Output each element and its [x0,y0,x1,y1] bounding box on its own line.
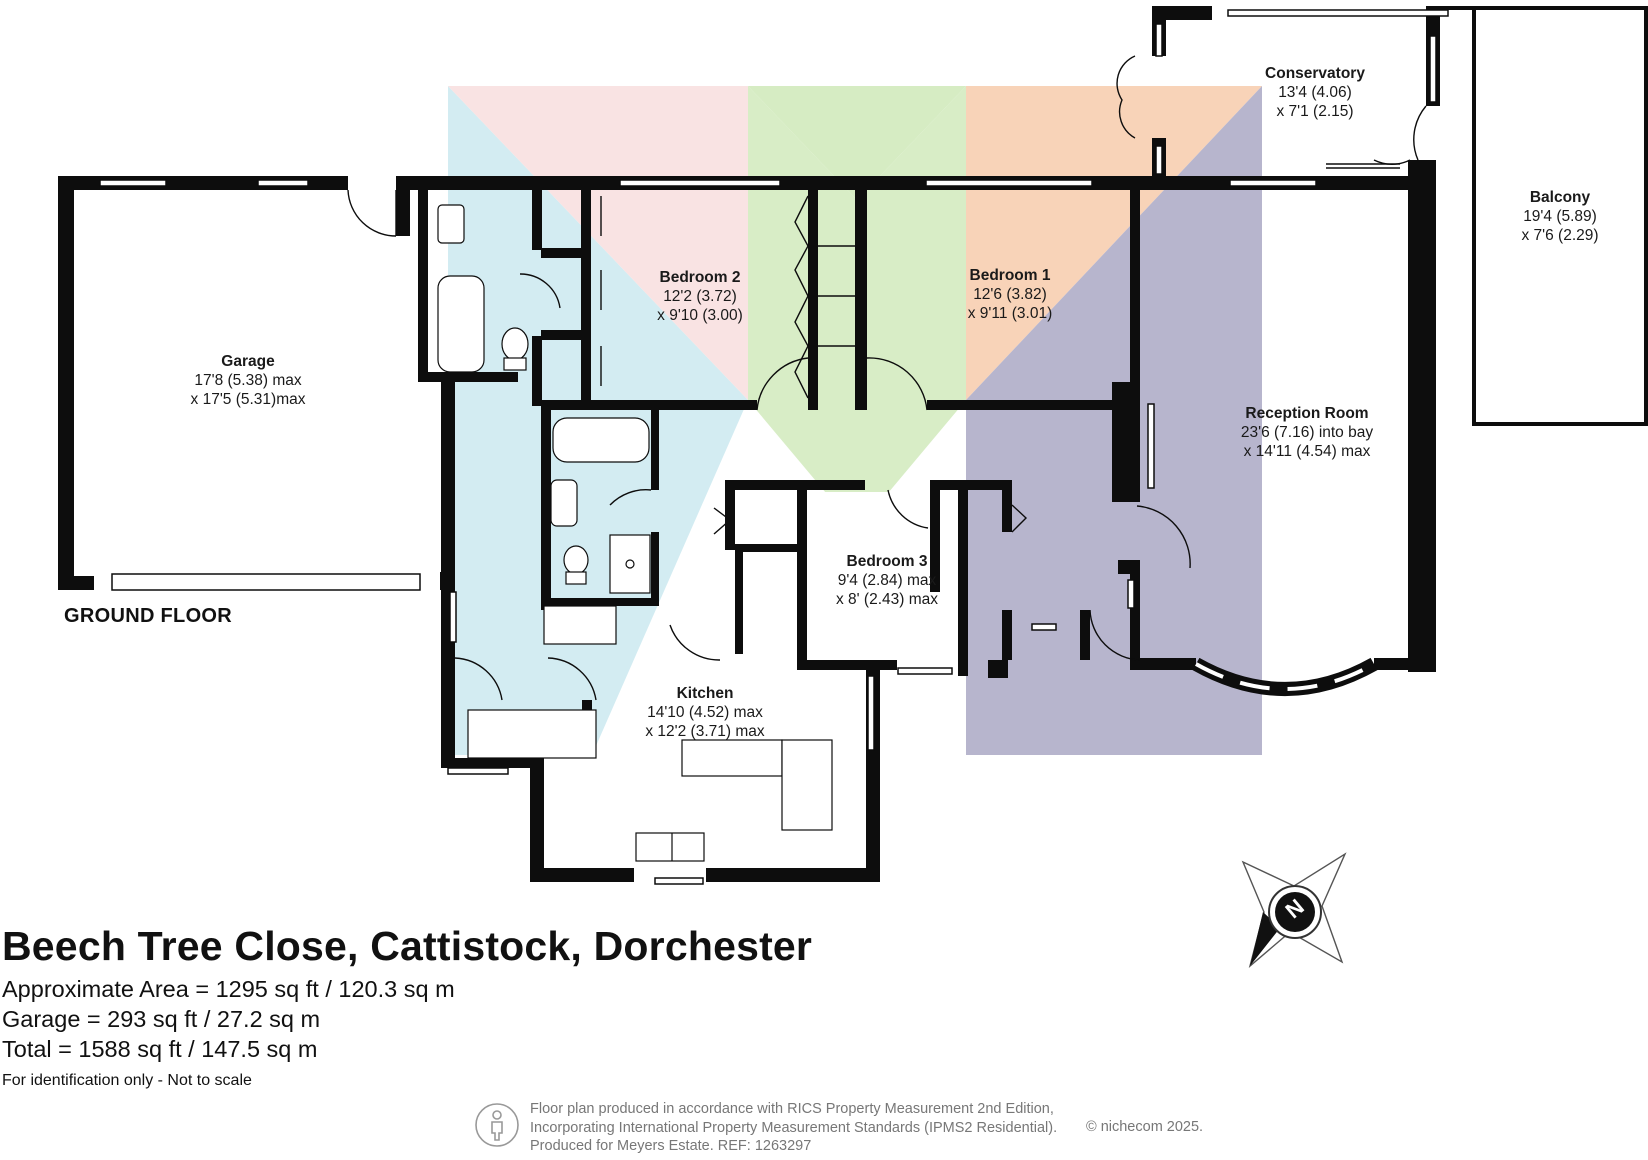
room-dimension: 12'2 (3.72) [663,288,737,305]
room-name: Conservatory [1265,65,1365,82]
room-name: Reception Room [1245,405,1369,422]
bay-window [1192,657,1378,696]
room-dimension: 9'4 (2.84) max [837,572,937,589]
footer-line-1: Floor plan produced in accordance with R… [530,1101,1054,1117]
room-dimension: x 9'11 (3.01) [967,305,1053,322]
identification-note: For identification only - Not to scale [2,1072,252,1089]
room-dimension: 17'8 (5.38) max [194,372,302,389]
room-name: Bedroom 1 [969,267,1051,284]
room-label-bedroom-3: Bedroom 3 9'4 (2.84) max x 8' (2.43) max [812,552,962,609]
wardrobes [600,195,1028,535]
doors [347,55,1427,701]
windows [99,9,1449,885]
room-label-bedroom-1: Bedroom 1 12'6 (3.82) x 9'11 (3.01) [930,266,1090,323]
room-name: Balcony [1529,189,1591,206]
rics-logo-icon [475,1103,519,1147]
room-dimension: x 9'10 (3.00) [657,307,743,324]
room-dimension: 19'4 (5.89) [1523,208,1597,225]
footer-line-2: Incorporating International Property Mea… [530,1119,1058,1136]
fixtures [437,204,833,862]
total-area: Total = 1588 sq ft / 147.5 sq m [2,1036,318,1062]
floor-label: GROUND FLOOR [64,605,233,627]
room-dimension: x 7'6 (2.29) [1521,227,1599,244]
room-dimension: x 17'5 (5.31)max [190,391,306,408]
room-label-balcony: Balcony 19'4 (5.89) x 7'6 (2.29) [1476,188,1644,245]
room-dimension: x 12'2 (3.71) max [645,723,765,740]
room-name: Kitchen [676,685,734,702]
footer-line-3: Produced for Meyers Estate. REF: 1263297 [530,1138,812,1154]
room-dimension: x 7'1 (2.15) [1276,103,1354,120]
room-dimension: x 8' (2.43) max [835,591,939,608]
room-dimension: 14'10 (4.52) max [647,704,763,721]
room-name: Bedroom 3 [846,553,928,570]
garage-area: Garage = 293 sq ft / 27.2 sq m [2,1006,321,1032]
approximate-area: Approximate Area = 1295 sq ft / 120.3 sq… [2,976,455,1002]
property-title: Beech Tree Close, Cattistock, Dorchester [2,923,813,969]
room-label-reception-room: Reception Room 23'6 (7.16) into bay x 14… [1212,404,1402,461]
room-label-garage: Garage 17'8 (5.38) max x 17'5 (5.31)max [148,352,348,409]
room-name: Bedroom 2 [659,269,741,286]
room-dimension: 13'4 (4.06) [1278,84,1352,101]
room-label-conservatory: Conservatory 13'4 (4.06) x 7'1 (2.15) [1230,64,1400,121]
room-label-bedroom-2: Bedroom 2 12'2 (3.72) x 9'10 (3.00) [620,268,780,325]
room-label-kitchen: Kitchen 14'10 (4.52) max x 12'2 (3.71) m… [620,684,790,741]
copyright-notice: © nichecom 2025. [1086,1119,1204,1135]
compass [1241,852,1347,968]
room-dimension: x 14'11 (4.54) max [1243,443,1371,460]
footer-notes: Floor plan produced in accordance with R… [530,1100,1057,1156]
room-dimension: 23'6 (7.16) into bay [1240,424,1374,441]
room-dimension: 12'6 (3.82) [973,286,1047,303]
room-name: Garage [221,353,275,370]
